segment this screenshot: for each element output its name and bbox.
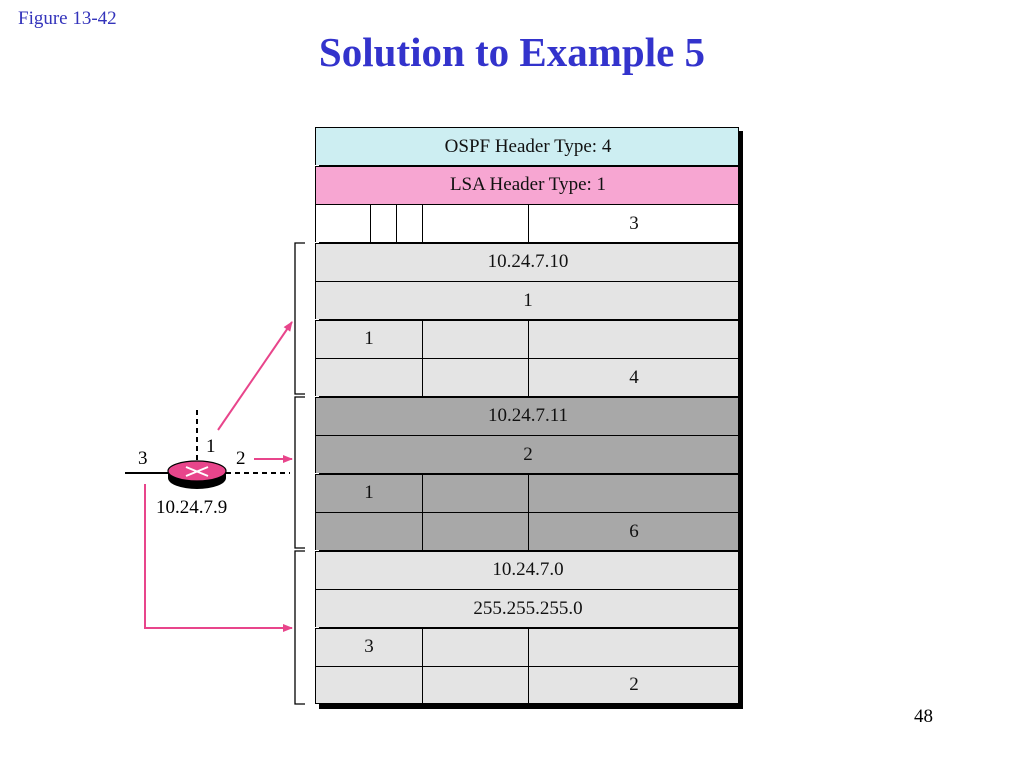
link-2-tos-cell [422,474,528,512]
link-1-tos-cell [422,320,528,358]
link-1-bracket [294,242,305,395]
link-2-bracket [294,396,305,549]
lsa-header-row: LSA Header Type: 1 [315,165,739,204]
link-1-reserved-cell [528,320,740,358]
router-icon [167,460,227,489]
link-count-cell [528,205,740,242]
link-3-data: 255.255.255.0 [473,597,583,619]
link-count-value: 3 [629,212,639,234]
link-1-metric-row: 4 [315,358,739,396]
link-3-reserved-cell [528,628,740,666]
link-2-id: 10.24.7.11 [487,405,569,426]
link-3-tos-cell [422,628,528,666]
link-2-metric-row: 6 [315,512,739,550]
link-1-type: 1 [364,328,374,349]
link-1-id: 10.24.7.10 [487,251,569,272]
link-3-metric-cell [528,667,740,703]
link-2-type: 1 [364,482,374,503]
lsa-header-label: LSA Header Type: 1 [449,174,607,195]
port-3-arrow [144,484,293,632]
link-3-id: 10.24.7.0 [492,559,564,580]
link-3-type-row: 3 [315,627,740,666]
port-1-label: 1 [206,436,216,457]
link-3-cell-b [422,667,528,703]
figure-label: Figure 13-42 [18,8,117,29]
page-title: Solution to Example 5 [318,29,706,75]
link-1-metric-cell [528,359,740,396]
flag-b-bit [422,205,528,242]
flags-row: 3 [315,204,739,242]
port-3-label: 3 [138,448,148,469]
port-1-arrow [217,321,293,431]
link-1-cell-b [422,359,528,396]
link-3-type: 3 [364,636,374,657]
link-2-cell-b [422,513,528,550]
ospf-header-row: OSPF Header Type: 4 [315,127,739,165]
link-2-data-row: 2 [315,435,739,473]
link-2-type-row: 1 [315,473,740,512]
link-2-id-row: 10.24.7.11 [315,396,739,435]
flag-e-bit [396,205,422,242]
link-3-metric: 2 [629,674,639,695]
link-1-data: 1 [523,289,533,311]
link-3-metric-row: 2 [315,666,739,704]
link-1-metric: 4 [629,366,639,388]
flag-v-bit [370,205,396,242]
page-number: 48 [914,706,933,727]
ospf-header-label: OSPF Header Type: 4 [444,135,612,157]
link-2-metric-cell [528,513,740,550]
link-3-data-row: 255.255.255.0 [315,589,739,627]
link-1-type-row: 1 [315,319,740,358]
link-2-data: 2 [523,443,533,465]
link-2-reserved-cell [528,474,740,512]
port-2-label: 2 [236,448,246,469]
link-2-metric: 6 [629,520,639,542]
link-1-id-row: 10.24.7.10 [315,242,739,281]
link-3-bracket [294,550,305,705]
router-address: 10.24.7.9 [156,497,227,518]
link-1-data-row: 1 [315,281,739,319]
link-3-id-row: 10.24.7.0 [315,550,739,589]
